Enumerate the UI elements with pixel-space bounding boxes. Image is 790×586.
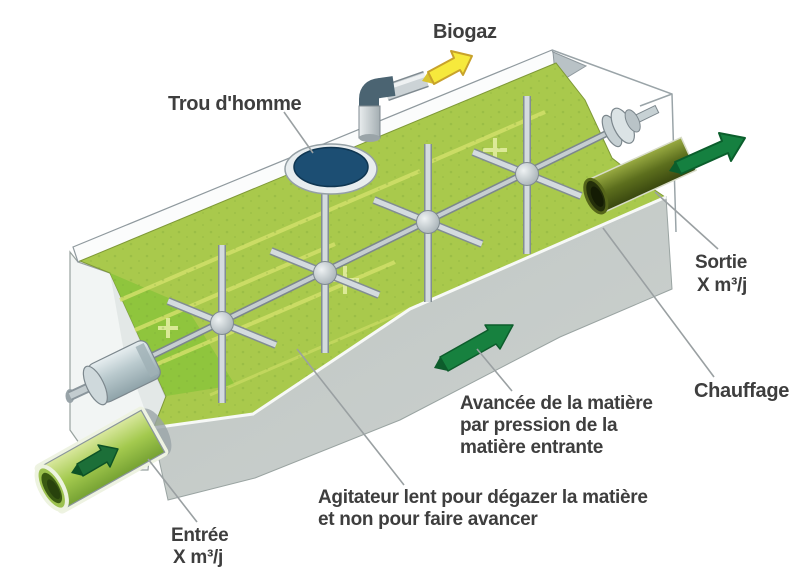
biogas-arrow-icon xyxy=(422,50,473,85)
label-manhole: Trou d'homme xyxy=(168,93,302,115)
inlet-pipe xyxy=(34,406,172,514)
agitator-motor xyxy=(65,340,161,406)
agitator-4 xyxy=(471,96,583,254)
label-agitator-line1: Agitateur lent pour dégazer la matière xyxy=(318,487,648,508)
label-outlet-line1: Sortie xyxy=(695,252,747,273)
label-agitator-line2: et non pour faire avancer xyxy=(318,509,538,530)
label-flow-line2: par pression de la xyxy=(460,415,618,436)
leader-flow xyxy=(476,348,513,392)
biogas-pipe xyxy=(358,70,429,142)
outlet-arrow-icon xyxy=(669,132,746,175)
leader-outlet xyxy=(654,191,719,250)
tank-front-wall xyxy=(151,195,673,501)
tank-right-wireframe xyxy=(551,49,677,233)
outlet-pipe xyxy=(583,132,746,215)
agitator-1 xyxy=(166,245,278,403)
label-outlet-line2: X m³/j xyxy=(697,275,747,296)
leader-inlet xyxy=(147,458,198,523)
label-heating: Chauffage xyxy=(694,380,789,402)
flow-arrow-icon xyxy=(434,324,514,372)
label-inlet-line2: X m³/j xyxy=(173,547,223,568)
agitator-3 xyxy=(372,144,484,302)
agitators xyxy=(166,96,583,403)
agitator-2 xyxy=(269,186,381,353)
manhole xyxy=(284,143,378,195)
front-wall-rim-highlight xyxy=(151,195,667,430)
agitator-shaft xyxy=(72,118,632,398)
leader-agitator xyxy=(296,348,405,486)
label-flow-line3: matière entrante xyxy=(460,437,603,458)
leader-manhole xyxy=(283,111,314,154)
label-flow-line1: Avancée de la matière xyxy=(460,393,653,414)
label-biogas: Biogaz xyxy=(433,21,497,43)
inlet-arrow-icon xyxy=(71,444,119,477)
label-inlet-line1: Entrée xyxy=(171,525,228,546)
leader-heating xyxy=(602,227,715,378)
leader-lines xyxy=(147,111,719,523)
shaft-bearing xyxy=(601,104,660,148)
